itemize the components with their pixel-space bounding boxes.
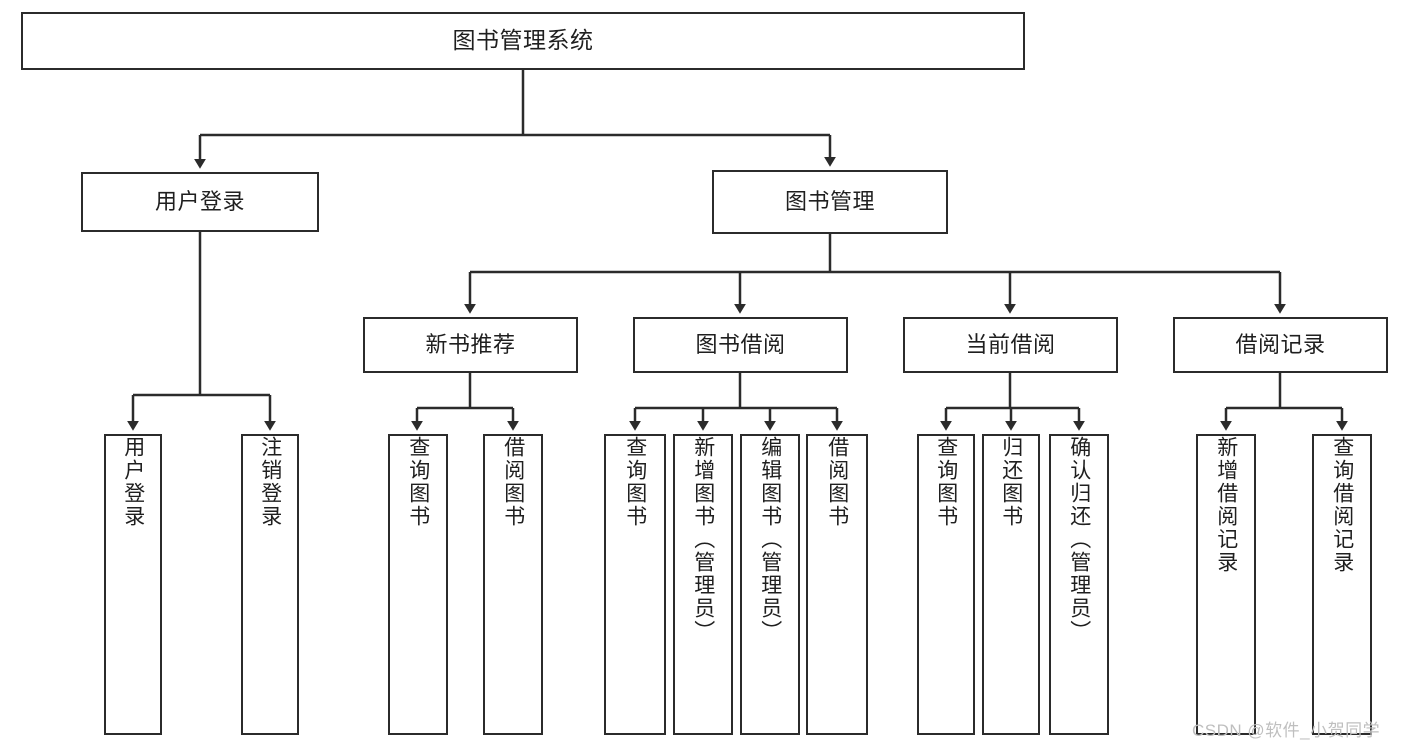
node-leaf-query-book-borrow[interactable]: 查询图书	[604, 434, 666, 735]
node-label: 用户登录	[121, 436, 145, 528]
node-leaf-add-book-admin[interactable]: 新增图书（管理员）	[673, 434, 733, 735]
node-leaf-add-borrow-record[interactable]: 新增借阅记录	[1196, 434, 1256, 735]
node-label: 新书推荐	[425, 332, 516, 358]
node-level2-user-login[interactable]: 用户登录	[81, 172, 319, 232]
node-label: 图书管理系统	[452, 27, 594, 54]
node-label: 用户登录	[154, 189, 245, 215]
node-label: 图书管理	[784, 189, 875, 215]
node-level3-book-borrow[interactable]: 图书借阅	[633, 317, 848, 373]
node-leaf-edit-book-admin[interactable]: 编辑图书（管理员）	[740, 434, 800, 735]
node-label: 查询图书	[623, 436, 647, 528]
node-leaf-query-book-current[interactable]: 查询图书	[917, 434, 975, 735]
node-label: 借阅图书	[825, 436, 849, 528]
node-label: 归还图书	[999, 436, 1023, 528]
node-leaf-borrow-book-rec[interactable]: 借阅图书	[483, 434, 543, 735]
node-leaf-query-book-rec[interactable]: 查询图书	[388, 434, 448, 735]
node-label: 新增借阅记录	[1214, 436, 1238, 574]
node-leaf-logout[interactable]: 注销登录	[241, 434, 299, 735]
node-level3-borrow-record[interactable]: 借阅记录	[1173, 317, 1388, 373]
node-label: 查询图书	[406, 436, 430, 528]
node-leaf-return-book[interactable]: 归还图书	[982, 434, 1040, 735]
node-leaf-user-login[interactable]: 用户登录	[104, 434, 162, 735]
node-label: 查询借阅记录	[1330, 436, 1354, 574]
node-label: 借阅图书	[501, 436, 525, 528]
node-label: 编辑图书（管理员）	[758, 436, 782, 643]
node-level3-current-borrow[interactable]: 当前借阅	[903, 317, 1118, 373]
node-label: 当前借阅	[965, 332, 1056, 358]
node-label: 查询图书	[934, 436, 958, 528]
csdn-watermark: CSDN @软件_小贺同学	[1192, 721, 1381, 740]
node-level3-new-book-recommend[interactable]: 新书推荐	[363, 317, 578, 373]
node-label: 借阅记录	[1235, 332, 1326, 358]
node-level2-book-management[interactable]: 图书管理	[712, 170, 948, 234]
node-label: 注销登录	[258, 436, 282, 528]
node-leaf-confirm-return-admin[interactable]: 确认归还（管理员）	[1049, 434, 1109, 735]
node-label: 图书借阅	[695, 332, 786, 358]
node-leaf-query-borrow-record[interactable]: 查询借阅记录	[1312, 434, 1372, 735]
node-label: 确认归还（管理员）	[1067, 436, 1091, 643]
node-leaf-borrow-book[interactable]: 借阅图书	[806, 434, 868, 735]
node-root[interactable]: 图书管理系统	[21, 12, 1025, 70]
node-label: 新增图书（管理员）	[691, 436, 715, 643]
